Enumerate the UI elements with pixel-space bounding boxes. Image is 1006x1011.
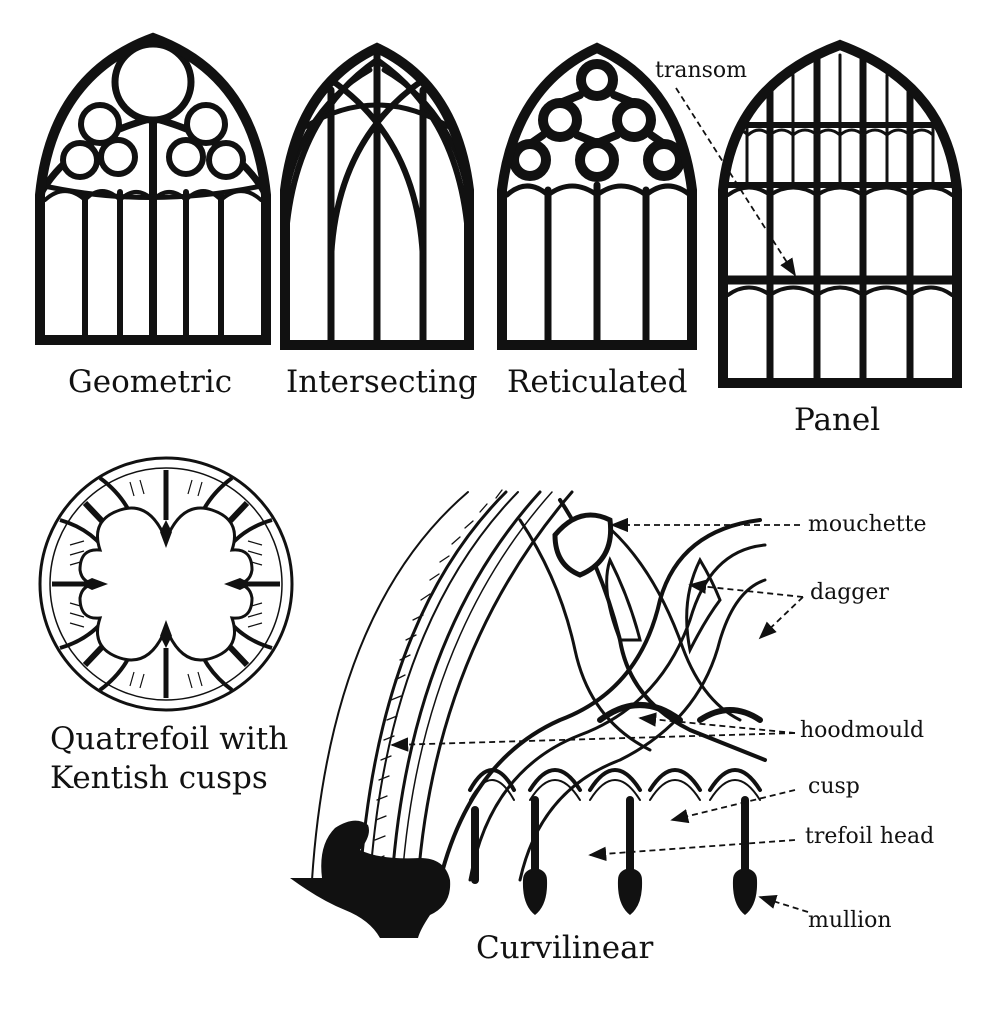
dagger-arrow-1	[688, 579, 804, 598]
quatrefoil-rose	[38, 456, 294, 712]
dagger-arrow-2	[758, 596, 804, 640]
reticulated-label: Reticulated	[507, 364, 688, 400]
hoodmould-label: hoodmould	[800, 718, 925, 743]
mullion-arrow	[758, 894, 809, 913]
geometric-label: Geometric	[68, 364, 233, 400]
geometric-window	[35, 32, 271, 345]
curvilinear-label: Curvilinear	[476, 930, 654, 966]
quatrefoil-label-line1: Quatrefoil with	[50, 721, 289, 757]
mouchette-label: mouchette	[808, 512, 927, 537]
intersecting-label: Intersecting	[286, 364, 478, 400]
cusp-label: cusp	[808, 774, 860, 799]
quatrefoil-label-line2: Kentish cusps	[50, 760, 268, 796]
dagger-label: dagger	[810, 580, 889, 605]
trefoil-head-arrow	[588, 839, 796, 861]
panel-window	[718, 39, 962, 388]
reticulated-window	[497, 42, 697, 350]
hoodmould-arrow	[390, 732, 796, 752]
trefoil-head-label: trefoil head	[805, 824, 935, 849]
transom-arrow	[675, 87, 796, 277]
callout-arrows	[390, 87, 809, 913]
mullion-label: mullion	[808, 908, 892, 933]
panel-label: Panel	[794, 402, 881, 438]
intersecting-window	[280, 42, 474, 350]
cusp-arrow	[670, 789, 796, 824]
transom-label: transom	[655, 58, 748, 83]
hoodmould-arrow-2	[638, 712, 796, 734]
curvilinear-window	[290, 489, 767, 938]
